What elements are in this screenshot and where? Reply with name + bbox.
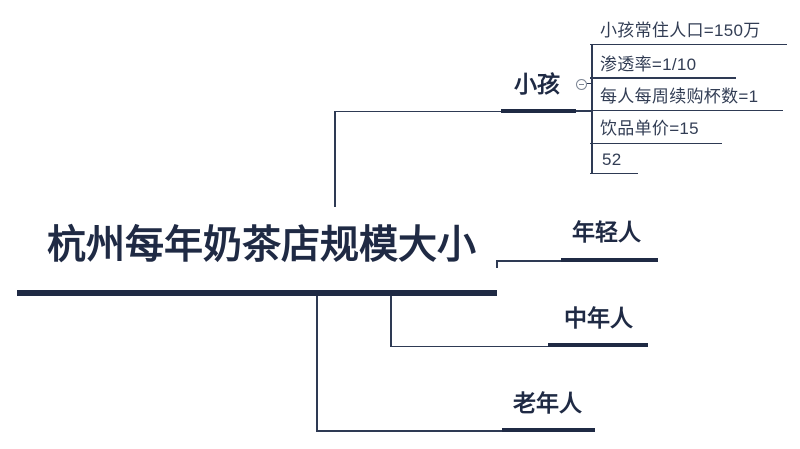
main-topic-young-adults-underline bbox=[561, 258, 658, 262]
central-topic[interactable]: 杭州每年奶茶店规模大小 bbox=[47, 224, 477, 267]
subtopic-penetration-rate[interactable]: 渗透率=1/10 bbox=[600, 55, 697, 74]
subtopic-penetration-rate-underline bbox=[590, 77, 736, 79]
main-topic-kids-underline bbox=[501, 109, 576, 113]
connector-middle-aged-horizontal bbox=[390, 345, 548, 347]
main-topic-young-adults[interactable]: 年轻人 bbox=[572, 219, 641, 245]
main-topic-middle-aged[interactable]: 中年人 bbox=[564, 305, 633, 331]
subtopic-resident-population[interactable]: 小孩常住人口=150万 bbox=[600, 21, 761, 40]
subtopic-resident-population-underline bbox=[590, 43, 787, 45]
subtopic-drink-unit-price-underline bbox=[590, 142, 722, 144]
connector-elderly-horizontal bbox=[316, 430, 502, 432]
central-topic-underline bbox=[17, 290, 497, 296]
connector-young-adults-stub bbox=[496, 260, 498, 268]
connector-kids-vertical bbox=[334, 112, 336, 207]
children-spine bbox=[591, 44, 593, 174]
collapse-icon-tick bbox=[587, 83, 592, 85]
collapse-minus-icon[interactable] bbox=[576, 79, 587, 90]
subtopic-weekly-repurchase-cups-underline bbox=[590, 109, 783, 111]
subtopic-weekly-repurchase-cups[interactable]: 每人每周续购杯数=1 bbox=[600, 87, 759, 106]
connector-kids-to-children bbox=[576, 110, 592, 112]
main-topic-elderly[interactable]: 老年人 bbox=[513, 390, 582, 416]
subtopic-weeks-52-underline bbox=[590, 172, 638, 174]
connector-elderly-vertical bbox=[316, 296, 318, 431]
connector-kids-horizontal bbox=[334, 110, 501, 112]
main-topic-middle-aged-underline bbox=[548, 343, 648, 347]
main-topic-kids[interactable]: 小孩 bbox=[514, 71, 560, 97]
connector-middle-aged-vertical bbox=[390, 296, 392, 347]
main-topic-elderly-underline bbox=[502, 428, 595, 432]
subtopic-weeks-52[interactable]: 52 bbox=[602, 150, 622, 169]
subtopic-drink-unit-price[interactable]: 饮品单价=15 bbox=[600, 119, 699, 138]
connector-young-adults-horizontal bbox=[496, 260, 562, 262]
